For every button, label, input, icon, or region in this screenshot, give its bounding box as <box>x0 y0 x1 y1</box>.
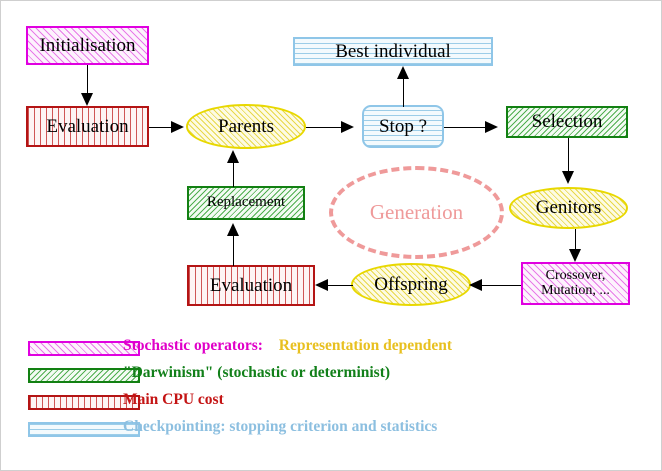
edge-stop-to-best-arrowhead <box>397 66 409 79</box>
node-initialisation-label: Initialisation <box>39 34 136 56</box>
node-parents-label: Parents <box>218 115 274 137</box>
edge-replacement-to-parents-arrowhead <box>227 150 239 163</box>
edge-crossover-to-offspring <box>481 285 521 286</box>
node-genitors-label: Genitors <box>535 197 602 219</box>
edge-selection-to-genitors-arrowhead <box>562 171 574 184</box>
edge-offspring-to-eval <box>327 285 353 286</box>
edge-parents-to-stop <box>306 127 343 128</box>
edge-init-to-eval <box>87 65 88 95</box>
node-best-individual[interactable]: Best individual <box>293 37 493 66</box>
edge-eval-to-parents <box>149 127 174 128</box>
edge-eval-to-replacement-arrowhead <box>227 223 239 236</box>
node-evaluation-bottom-label: Evaluation <box>209 274 293 296</box>
node-replacement[interactable]: Replacement <box>187 186 305 220</box>
edge-stop-to-selection-arrowhead <box>485 121 498 133</box>
edge-init-to-eval-arrowhead <box>81 93 93 106</box>
node-initialisation[interactable]: Initialisation <box>26 26 149 65</box>
node-crossover-mutation[interactable]: Crossover, Mutation, ... <box>521 262 630 305</box>
edge-offspring-to-eval-arrowhead <box>315 279 328 291</box>
node-parents[interactable]: Parents <box>186 104 306 149</box>
legend-label-stochastic: Stochastic operators: <box>123 337 263 354</box>
legend: Stochastic operators: Representation dep… <box>1 337 661 457</box>
edge-eval-to-replacement <box>233 233 234 266</box>
node-genitors[interactable]: Genitors <box>509 187 628 229</box>
node-crossover-label-line2: Mutation, ... <box>541 282 610 298</box>
node-evaluation-bottom[interactable]: Evaluation <box>187 265 315 306</box>
legend-swatch-red-vertical-hatch <box>28 395 140 410</box>
legend-row-cpu-cost: Main CPU cost <box>1 391 661 419</box>
edge-genitors-to-crossover-arrowhead <box>569 249 581 262</box>
edge-stop-to-best <box>403 76 404 107</box>
edge-eval-to-parents-arrowhead <box>171 121 184 133</box>
legend-label-stochastic-wrap: Stochastic operators: Representation dep… <box>123 337 452 355</box>
edge-crossover-to-offspring-arrowhead <box>469 279 482 291</box>
node-offspring[interactable]: Offspring <box>351 263 471 306</box>
node-stop[interactable]: Stop ? <box>362 105 444 148</box>
node-evaluation-top-label: Evaluation <box>46 115 129 137</box>
edge-replacement-to-parents <box>233 161 234 187</box>
legend-label-checkpointing: Checkpointing: stopping criterion and st… <box>123 418 438 435</box>
edge-selection-to-genitors <box>568 138 569 172</box>
legend-row-checkpointing: Checkpointing: stopping criterion and st… <box>1 418 661 446</box>
legend-label-representation: Representation dependent <box>278 337 453 354</box>
edge-genitors-to-crossover <box>575 229 576 252</box>
node-selection[interactable]: Selection <box>506 106 628 138</box>
legend-label-cpu-cost: Main CPU cost <box>123 391 224 408</box>
node-generation-cycle: Generation <box>329 166 504 259</box>
legend-row-stochastic: Stochastic operators: Representation dep… <box>1 337 661 365</box>
node-generation-label: Generation <box>369 200 464 224</box>
node-evaluation-top[interactable]: Evaluation <box>26 106 149 147</box>
node-crossover-label-line1: Crossover, <box>545 267 606 283</box>
node-replacement-label: Replacement <box>206 194 286 211</box>
legend-label-darwinism: "Darwinism" (stochastic or determinist) <box>123 364 391 381</box>
legend-swatch-blue-horizontal-hatch <box>28 422 140 437</box>
legend-row-darwinism: "Darwinism" (stochastic or determinist) <box>1 364 661 392</box>
edge-stop-to-selection <box>444 127 486 128</box>
legend-swatch-green-diagonal-hatch <box>28 368 140 383</box>
node-best-individual-label: Best individual <box>335 40 451 62</box>
node-offspring-label: Offspring <box>374 273 448 295</box>
node-selection-label: Selection <box>531 111 603 133</box>
node-stop-label: Stop ? <box>378 115 428 137</box>
legend-swatch-magenta-diagonal-hatch <box>28 341 140 356</box>
edge-parents-to-stop-arrowhead <box>341 121 354 133</box>
